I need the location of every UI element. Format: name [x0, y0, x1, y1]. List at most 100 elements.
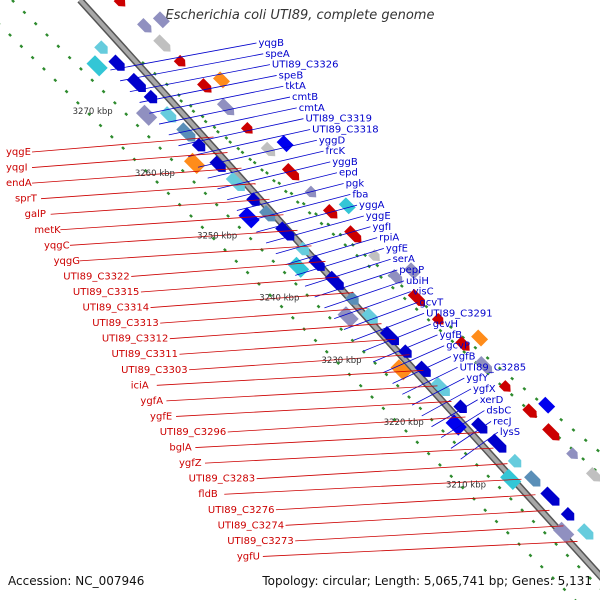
reverse-gene-label: UTI89_C3326: [272, 60, 339, 71]
forward-gene-2: [153, 34, 171, 52]
reverse-leader-31: [411, 377, 465, 406]
forward-gene-6-shape: [240, 121, 253, 134]
reverse-leader-25: [353, 312, 425, 341]
reverse-gene-1: [108, 54, 125, 71]
reverse-gene-15: [345, 291, 359, 305]
forward-leader-6: [69, 229, 298, 246]
reverse-leader-35: [450, 421, 492, 449]
reverse-gene-0: [94, 40, 108, 54]
forward-gene-22-shape: [585, 467, 600, 482]
reverse-gene-22: [471, 417, 488, 434]
reverse-gene-label: ygfI: [372, 222, 391, 233]
reverse-gene-23-shape: [487, 433, 507, 453]
forward-gene-label: sprT: [15, 194, 38, 205]
reverse-block-15: [337, 306, 359, 328]
reverse-gene-3: [143, 89, 158, 104]
reverse-leader-6: [168, 107, 297, 136]
forward-gene-label: UTI89_C3303: [121, 365, 188, 376]
reverse-leader-18: [285, 237, 378, 265]
reverse-block-3-shape: [135, 104, 158, 126]
forward-gene-label: UTI89_C3315: [73, 287, 140, 298]
kbp-label: 3270 kbp: [73, 107, 113, 117]
forward-gene-19: [522, 403, 537, 418]
forward-leader-12: [169, 323, 382, 340]
forward-gene-18: [498, 380, 511, 392]
forward-gene-7: [260, 141, 276, 157]
forward-gene-label: yqgC: [44, 240, 70, 251]
reverse-gene-20: [430, 376, 450, 396]
reverse-gene-19-shape: [414, 360, 431, 377]
reverse-leader-8: [188, 129, 311, 157]
reverse-gene-14-shape: [324, 270, 344, 290]
reverse-gene-10: [259, 205, 276, 222]
reverse-gene-label: yqgB: [259, 38, 285, 49]
reverse-gene-1-shape: [108, 54, 125, 71]
forward-block-7-shape: [276, 135, 294, 153]
forward-gene-label: yqgE: [6, 147, 31, 158]
forward-leader-9: [140, 276, 340, 293]
forward-gene-17: [474, 356, 493, 374]
forward-gene-label: UTI89_C3274: [218, 520, 285, 531]
reverse-gene-label: serA: [393, 254, 415, 265]
reverse-leader-4: [149, 85, 284, 114]
forward-leader-10: [150, 292, 354, 308]
forward-block-10-shape: [338, 197, 356, 215]
forward-leader-13: [179, 338, 396, 355]
reverse-gene-label: ygfB: [453, 352, 476, 363]
reverse-gene-label: visC: [413, 287, 434, 298]
reverse-gene-label: ygfE: [386, 243, 408, 254]
forward-gene-label: UTI89_C3322: [63, 271, 130, 282]
forward-block-16-shape: [471, 329, 489, 347]
kbp-label: 3210 kbp: [446, 480, 486, 490]
forward-leader-23: [275, 494, 536, 511]
forward-gene-0: [113, 0, 126, 7]
reverse-gene-label: frcK: [326, 146, 346, 157]
forward-leader-5: [60, 214, 284, 231]
reverse-gene-28-shape: [577, 523, 594, 540]
reverse-gene-label: pgk: [346, 179, 365, 190]
reverse-gene-18-shape: [398, 344, 412, 358]
forward-block-13-shape: [403, 262, 421, 280]
forward-leader-2: [31, 167, 242, 184]
reverse-gene-23: [487, 433, 507, 453]
forward-gene-6: [240, 121, 253, 134]
reverse-gene-21-shape: [453, 399, 467, 413]
forward-gene-14-shape: [407, 288, 426, 307]
forward-leader-21: [256, 463, 508, 480]
kbp-label: 3260 kbp: [135, 169, 175, 179]
backbone-line: [78, 0, 600, 579]
tick-inner-reverse-ring: [11, 0, 600, 590]
forward-gene-label: yqgI: [6, 163, 28, 174]
reverse-gene-9-shape: [246, 192, 260, 206]
kbp-label: 3220 kbp: [384, 418, 424, 428]
forward-gene-16: [455, 336, 470, 351]
kbp-label: 3230 kbp: [322, 356, 362, 366]
reverse-leader-16: [265, 215, 364, 244]
reverse-leader-12: [227, 172, 338, 201]
forward-gene-label: UTI89_C3296: [160, 427, 227, 438]
forward-leader-22: [224, 478, 522, 495]
reverse-gene-26-shape: [540, 486, 560, 506]
forward-gene-15: [431, 312, 444, 325]
reverse-gene-8-shape: [225, 171, 245, 191]
reverse-gene-9: [246, 192, 260, 206]
reverse-leader-7: [178, 118, 304, 147]
reverse-leader-14: [246, 193, 351, 222]
reverse-gene-25-shape: [524, 470, 541, 487]
reverse-gene-5: [176, 122, 196, 142]
forward-gene-8: [281, 163, 300, 181]
reverse-leader-33: [431, 399, 478, 428]
reverse-block-18: [390, 359, 412, 381]
reverse-gene-label: dsbC: [486, 406, 511, 417]
forward-gene-label: UTI89_C3312: [102, 334, 169, 345]
reverse-gene-5-shape: [176, 122, 196, 142]
reverse-gene-label: UTI89_C3318: [312, 124, 379, 135]
forward-gene-10: [322, 204, 338, 219]
forward-gene-label: fldB: [198, 489, 218, 500]
reverse-gene-7: [209, 155, 226, 172]
reverse-gene-24: [507, 453, 522, 468]
forward-block-4-shape: [213, 71, 230, 89]
reverse-block-21: [445, 414, 467, 436]
